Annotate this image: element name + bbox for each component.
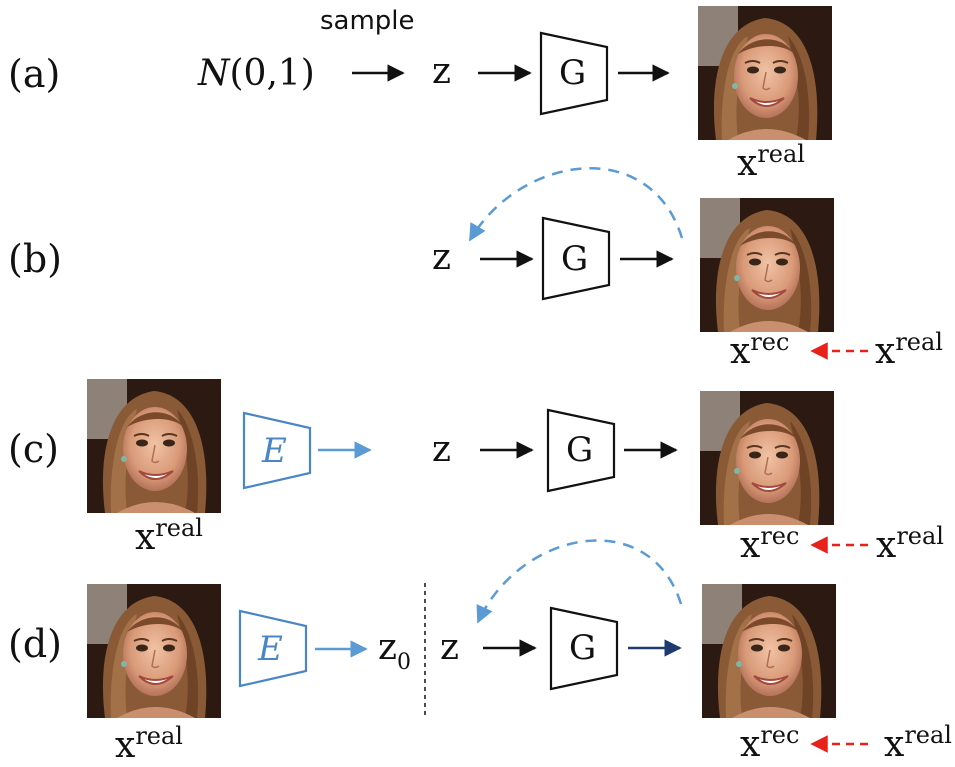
generator-block-a <box>539 31 609 116</box>
latent-z-a: z <box>432 51 451 92</box>
face-image-c <box>700 391 834 525</box>
x-real-target-d: xreal <box>884 721 952 765</box>
distribution-label: N(0,1) <box>198 53 315 94</box>
optimize-z-dashed-arrow-d <box>476 539 683 624</box>
panel-label-b: (b) <box>8 237 62 281</box>
encoder-block-c <box>242 411 312 490</box>
x-real-input-label-d: xreal <box>115 722 183 766</box>
input-face-image-c <box>87 379 221 513</box>
generator-block-d <box>549 606 619 691</box>
x-real-target-b: xreal <box>875 328 943 372</box>
latent-z-b: z <box>432 237 451 278</box>
latent-z-c: z <box>432 429 451 470</box>
generator-letter-d: G <box>569 628 597 668</box>
x-real-target-c: xreal <box>876 522 944 566</box>
x-rec-label-c: xrec <box>740 522 800 566</box>
panel-b <box>468 167 868 360</box>
panel-label-a: (a) <box>8 52 61 96</box>
latent-z0-d: z0 <box>378 627 411 675</box>
x-rec-label-d: xrec <box>740 721 800 765</box>
generator-block-c <box>546 408 616 493</box>
latent-z-d: z <box>440 627 459 668</box>
x-real-label-a: xreal <box>737 140 805 184</box>
face-image-a <box>698 6 832 140</box>
face-image-b <box>700 198 834 332</box>
x-real-input-label-c: xreal <box>135 514 203 558</box>
input-face-image-d <box>87 584 221 718</box>
generator-letter-b: G <box>561 239 589 279</box>
panel-label-c: (c) <box>8 427 59 471</box>
generator-letter-a: G <box>559 53 587 93</box>
face-image-d <box>702 584 836 718</box>
x-rec-label-b: xrec <box>730 328 790 372</box>
encoder-block-d <box>238 609 308 688</box>
generator-block-b <box>541 216 611 301</box>
optimize-z-dashed-arrow-b <box>468 167 684 242</box>
encoder-letter-c: E <box>262 431 287 471</box>
panel-c <box>87 379 868 554</box>
panel-d <box>87 539 868 753</box>
panel-a <box>352 6 832 140</box>
sample-label: sample <box>320 6 415 36</box>
encoder-letter-d: E <box>258 629 283 669</box>
panel-label-d: (d) <box>8 622 62 666</box>
generator-letter-c: G <box>566 430 594 470</box>
